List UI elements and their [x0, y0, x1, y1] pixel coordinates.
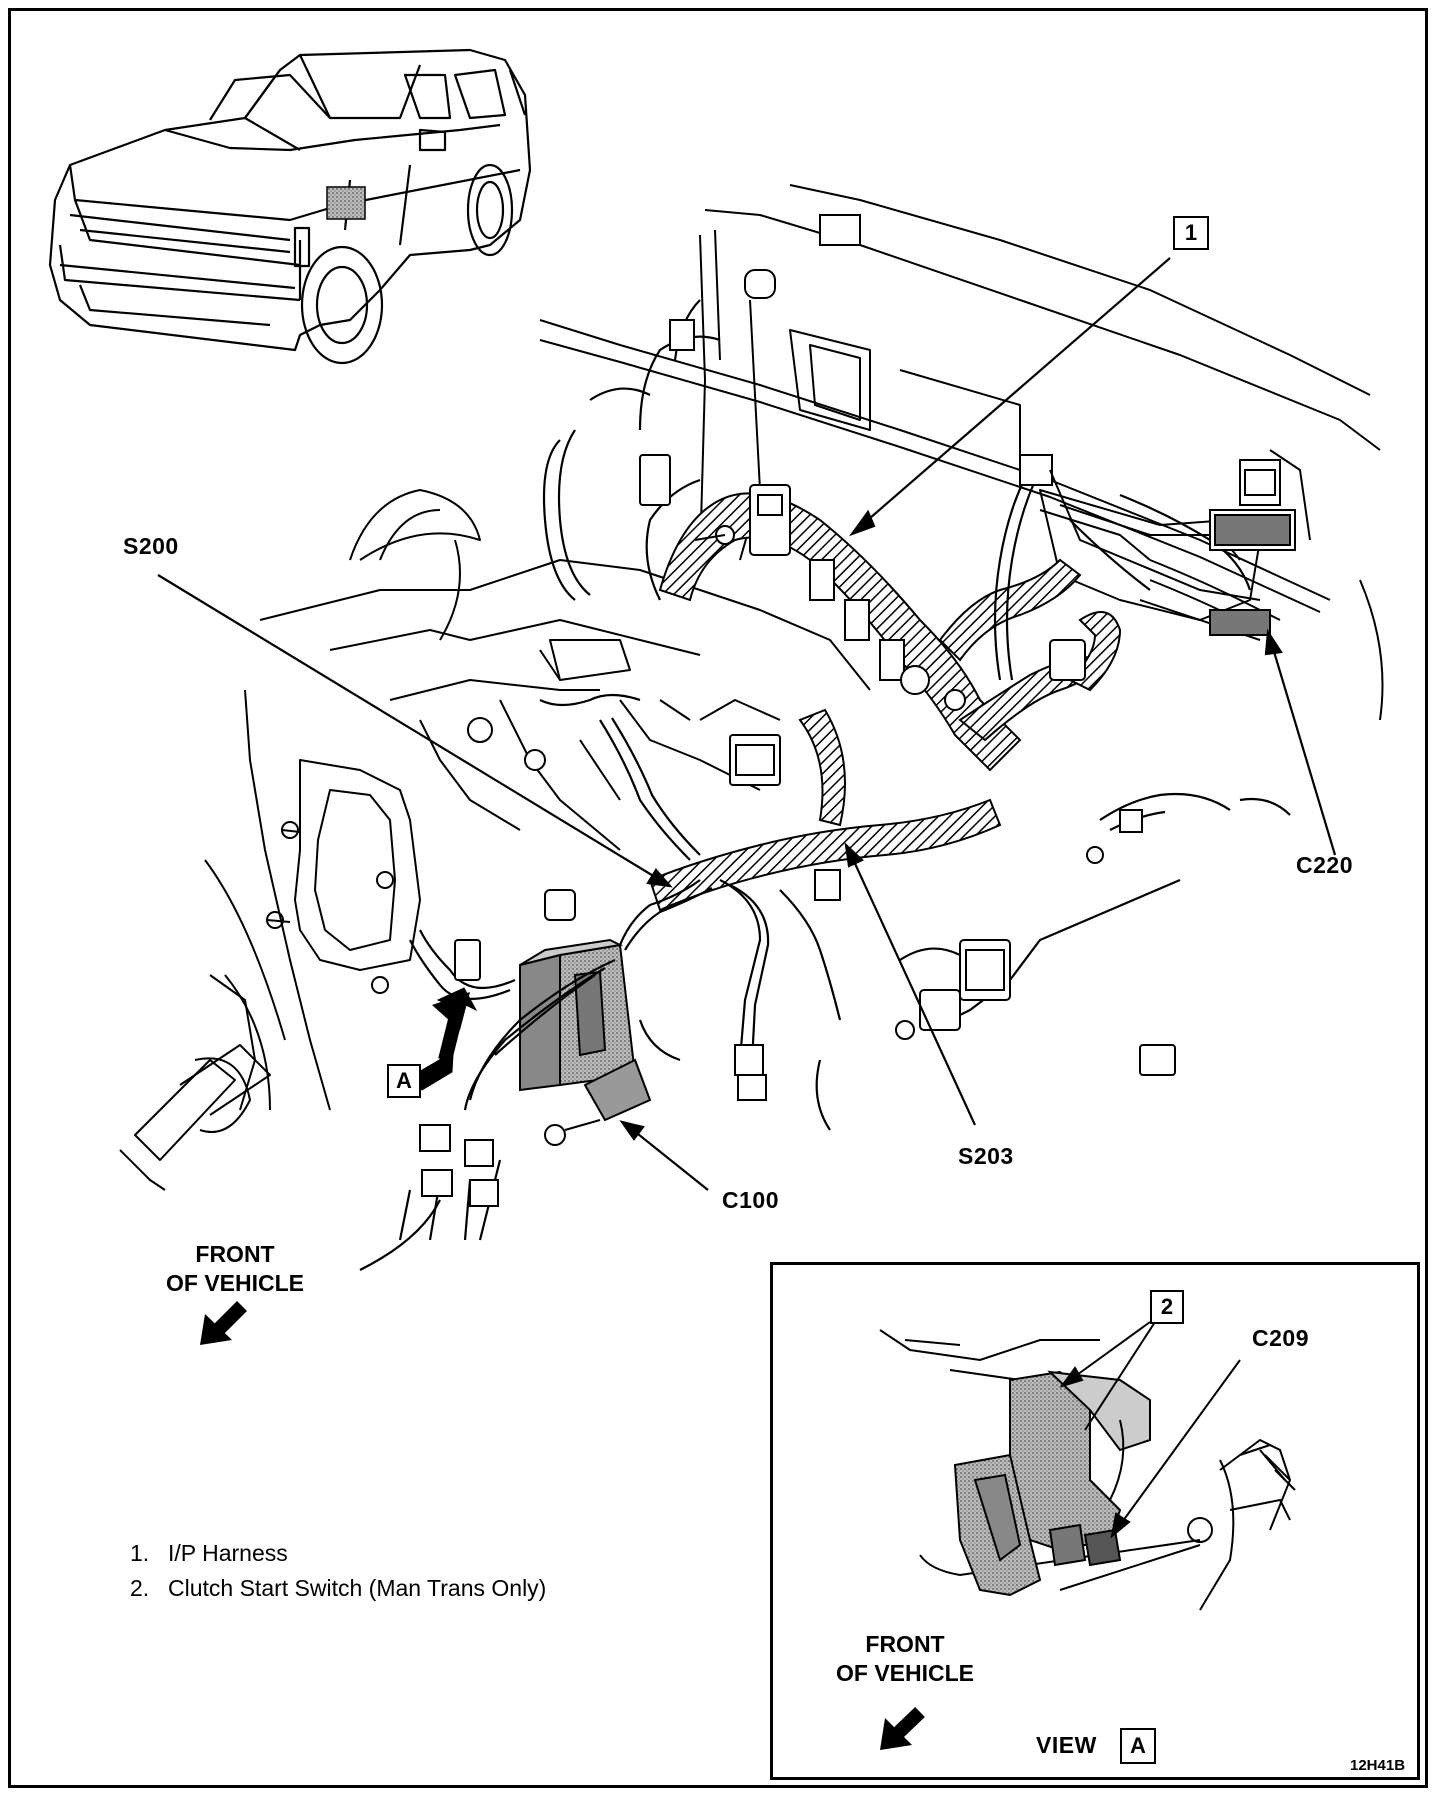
- view-a-arrow-head: [432, 992, 470, 1030]
- locator-highlight-square: [326, 186, 366, 220]
- callout-1-box: 1: [1173, 216, 1209, 250]
- front-of-vehicle-label: FRONT OF VEHICLE: [150, 1240, 320, 1298]
- legend-text: I/P Harness: [168, 1540, 288, 1566]
- legend-text: Clutch Start Switch (Man Trans Only): [168, 1575, 547, 1601]
- c209-label: C209: [1252, 1325, 1309, 1351]
- c220-label: C220: [1296, 852, 1353, 878]
- legend-item: 2. Clutch Start Switch (Man Trans Only): [130, 1571, 546, 1606]
- inset-front-line-2: OF VEHICLE: [835, 1660, 974, 1686]
- inset-front-line-1: FRONT: [865, 1631, 945, 1657]
- figure-code: 12H41B: [1350, 1757, 1406, 1774]
- vehicle-locator: [48, 48, 532, 365]
- c220-connector-detail: [1049, 469, 1281, 641]
- leader-lines: [157, 257, 1337, 1191]
- legend-number: 1.: [130, 1540, 150, 1566]
- inset-front-of-vehicle-label: FRONT OF VEHICLE: [820, 1630, 990, 1688]
- view-label: VIEW: [1036, 1732, 1097, 1758]
- view-a-marker: A: [387, 1064, 421, 1098]
- front-line-2: OF VEHICLE: [165, 1270, 304, 1296]
- c100-label: C100: [722, 1187, 779, 1213]
- s203-label: S203: [958, 1143, 1014, 1169]
- instrument-panel-structure: [119, 184, 1384, 1191]
- view-a-inset: [770, 1262, 1420, 1780]
- legend: 1. I/P Harness 2. Clutch Start Switch (Man…: [130, 1536, 546, 1606]
- clutch-switch-body: [953, 1370, 1151, 1597]
- legend-number: 2.: [130, 1575, 150, 1601]
- s200-label: S200: [123, 533, 179, 559]
- front-arrow: [200, 1301, 247, 1345]
- ip-harness: [648, 492, 1122, 912]
- inset-front-arrow: [880, 1706, 925, 1750]
- callout-2-box: 2: [1150, 1290, 1184, 1324]
- legend-item: 1. I/P Harness: [130, 1536, 546, 1571]
- inset-view-a-marker: A: [1120, 1728, 1156, 1764]
- clips-and-connectors: [419, 214, 1296, 1207]
- front-line-1: FRONT: [195, 1241, 275, 1267]
